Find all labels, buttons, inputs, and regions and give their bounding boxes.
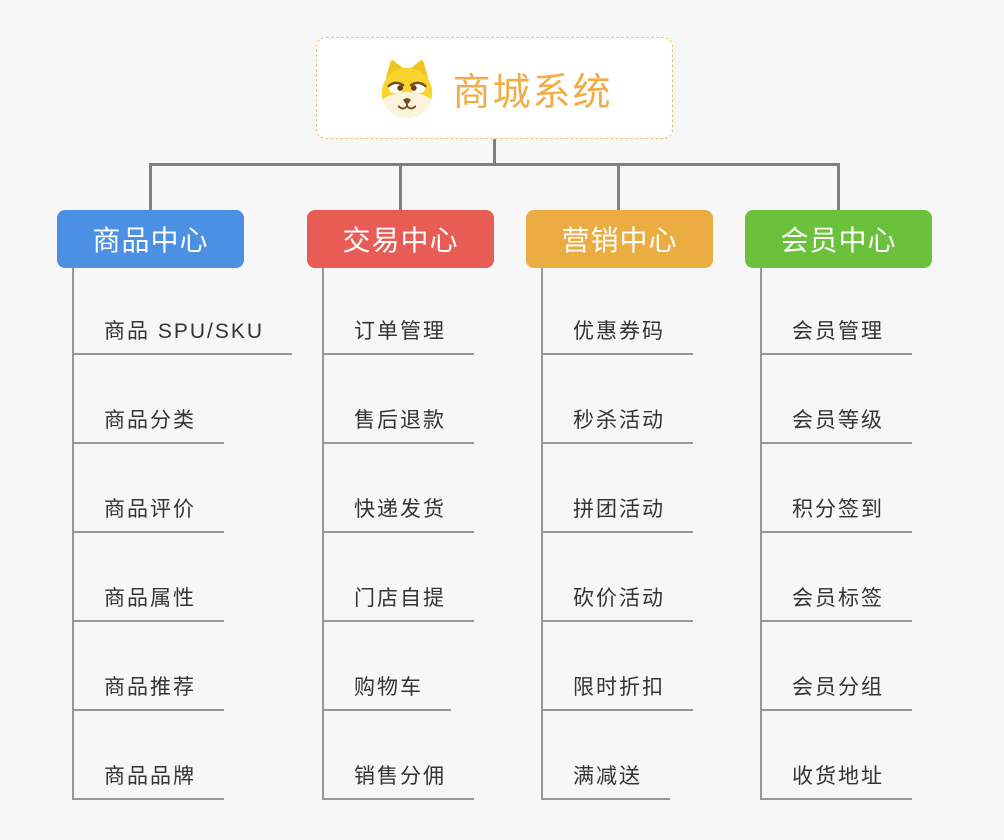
branch-column-product: 商品 SPU/SKU 商品分类 商品评价 商品属性 商品推荐 商品品牌 <box>72 268 293 800</box>
leaf-item[interactable]: 会员标签 <box>760 582 912 622</box>
leaf-row: 商品推荐 <box>72 622 292 711</box>
connector-drop-trade <box>399 163 402 210</box>
root-node[interactable]: 商城系统 <box>316 37 673 139</box>
leaf-row: 会员标签 <box>760 533 912 622</box>
leaf-item[interactable]: 商品评价 <box>72 493 224 533</box>
connector-drop-product <box>149 163 152 210</box>
leaf-item[interactable]: 积分签到 <box>760 493 912 533</box>
leaf-row: 快递发货 <box>322 444 474 533</box>
leaf-item[interactable]: 砍价活动 <box>541 582 693 622</box>
leaf-row: 商品品牌 <box>72 711 292 800</box>
leaf-item[interactable]: 快递发货 <box>322 493 474 533</box>
leaf-row: 满减送 <box>541 711 693 800</box>
leaf-row: 限时折扣 <box>541 622 693 711</box>
leaf-row: 拼团活动 <box>541 444 693 533</box>
leaf-row: 订单管理 <box>322 268 474 355</box>
leaf-item[interactable]: 商品分类 <box>72 404 224 444</box>
shiba-dog-icon <box>382 60 433 119</box>
leaf-row: 购物车 <box>322 622 474 711</box>
leaf-item[interactable]: 满减送 <box>541 760 670 800</box>
leaf-item[interactable]: 门店自提 <box>322 582 474 622</box>
connector-root-stub <box>493 139 496 165</box>
leaf-item[interactable]: 订单管理 <box>322 315 474 355</box>
leaf-row: 会员分组 <box>760 622 912 711</box>
leaf-item[interactable]: 商品推荐 <box>72 671 224 711</box>
root-title: 商城系统 <box>452 71 613 114</box>
leaf-item[interactable]: 限时折扣 <box>541 671 693 711</box>
leaf-row: 会员等级 <box>760 355 912 444</box>
leaf-row: 砍价活动 <box>541 533 693 622</box>
leaf-item[interactable]: 商品 SPU/SKU <box>72 315 293 355</box>
leaf-item[interactable]: 优惠券码 <box>541 315 693 355</box>
leaf-item[interactable]: 收货地址 <box>760 760 912 800</box>
leaf-row: 商品评价 <box>72 444 292 533</box>
connector-horizontal-bar <box>149 163 839 166</box>
leaf-item[interactable]: 商品属性 <box>72 582 224 622</box>
leaf-item[interactable]: 会员等级 <box>760 404 912 444</box>
leaf-row: 销售分佣 <box>322 711 474 800</box>
branch-column-trade: 订单管理 售后退款 快递发货 门店自提 购物车 销售分佣 <box>322 268 474 800</box>
leaf-row: 优惠券码 <box>541 268 693 355</box>
leaf-item[interactable]: 拼团活动 <box>541 493 693 533</box>
connector-drop-marketing <box>617 163 620 210</box>
leaf-row: 商品分类 <box>72 355 292 444</box>
leaf-row: 收货地址 <box>760 711 912 800</box>
leaf-item[interactable]: 购物车 <box>322 671 451 711</box>
branch-node-marketing[interactable]: 营销中心 <box>526 210 713 268</box>
leaf-row: 积分签到 <box>760 444 912 533</box>
connector-drop-member <box>837 163 840 210</box>
leaf-item[interactable]: 商品品牌 <box>72 760 224 800</box>
branch-node-product[interactable]: 商品中心 <box>57 210 244 268</box>
branch-column-marketing: 优惠券码 秒杀活动 拼团活动 砍价活动 限时折扣 满减送 <box>541 268 693 800</box>
branch-column-member: 会员管理 会员等级 积分签到 会员标签 会员分组 收货地址 <box>760 268 912 800</box>
leaf-item[interactable]: 会员分组 <box>760 671 912 711</box>
branch-node-member[interactable]: 会员中心 <box>745 210 932 268</box>
leaf-row: 会员管理 <box>760 268 912 355</box>
leaf-row: 商品 SPU/SKU <box>72 268 293 355</box>
leaf-row: 商品属性 <box>72 533 292 622</box>
leaf-item[interactable]: 售后退款 <box>322 404 474 444</box>
leaf-item[interactable]: 会员管理 <box>760 315 912 355</box>
leaf-item[interactable]: 秒杀活动 <box>541 404 693 444</box>
leaf-row: 售后退款 <box>322 355 474 444</box>
leaf-row: 秒杀活动 <box>541 355 693 444</box>
leaf-item[interactable]: 销售分佣 <box>322 760 474 800</box>
leaf-row: 门店自提 <box>322 533 474 622</box>
branch-node-trade[interactable]: 交易中心 <box>307 210 494 268</box>
